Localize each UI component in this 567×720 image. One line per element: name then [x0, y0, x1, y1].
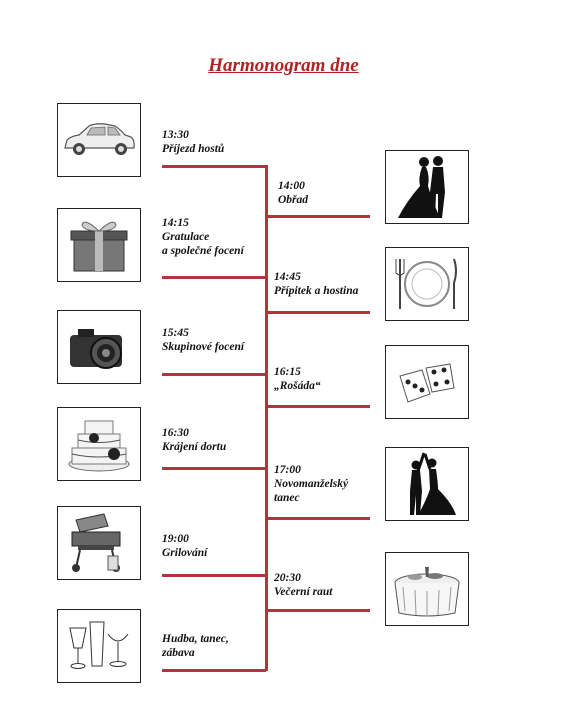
event: 15:45 Skupinové focení — [162, 326, 244, 354]
event: 16:15 „Rošáda“ — [274, 365, 321, 393]
event-image — [57, 407, 141, 481]
connector-left — [162, 276, 266, 279]
event-label: Krájení dortu — [162, 441, 227, 453]
event: 13:30 Příjezd hostů — [162, 128, 224, 156]
connector-right — [266, 517, 370, 520]
connector-left — [162, 165, 266, 168]
event: 14:00 Obřad — [278, 179, 308, 207]
event-time: 16:30 — [162, 427, 189, 439]
event-time: 14:00 — [278, 180, 305, 192]
event-label: Gratulace a společné focení — [162, 231, 244, 257]
event-time: 17:00 — [274, 464, 301, 476]
connector-right — [266, 609, 370, 612]
event-label: „Rošáda“ — [274, 380, 321, 392]
event-image — [385, 345, 469, 419]
event-label: Příjezd hostů — [162, 143, 225, 155]
grill-icon — [71, 513, 121, 572]
event-time: 14:15 — [162, 217, 189, 229]
event-image — [385, 247, 469, 321]
event: 17:00 Novomanželský tanec — [274, 463, 348, 505]
event: 20:30 Večerní raut — [274, 571, 332, 599]
connector-right — [266, 215, 370, 218]
event: 14:15 Gratulace a společné focení — [162, 216, 244, 258]
event-image — [57, 609, 141, 683]
event-image — [385, 447, 469, 521]
event-label: Obřad — [278, 194, 309, 206]
connector-left — [162, 467, 266, 470]
event-image — [57, 208, 141, 282]
car-icon — [64, 123, 135, 155]
event-image — [385, 552, 469, 626]
event-time: 16:15 — [274, 366, 301, 378]
event: Hudba, tanec, zábava — [162, 632, 229, 660]
connector-left — [162, 373, 266, 376]
buffet-table-icon — [394, 567, 460, 617]
event-time: 20:30 — [274, 572, 301, 584]
event-label: Hudba, tanec, zábava — [162, 633, 229, 659]
event-time: 15:45 — [162, 327, 189, 339]
event-time: 14:45 — [274, 271, 301, 283]
event-time: 13:30 — [162, 129, 189, 141]
bride-groom-icon — [398, 156, 445, 218]
event-label: Přípitek a hostina — [274, 285, 359, 297]
connector-left — [162, 669, 266, 672]
event-label: Večerní raut — [274, 586, 333, 598]
dice-icon — [399, 363, 455, 403]
event: 16:30 Krájení dortu — [162, 426, 226, 454]
connector-left — [162, 574, 266, 577]
event-image — [385, 150, 469, 224]
gift-icon — [70, 221, 128, 272]
page-title: Harmonogram dne — [208, 55, 359, 76]
event-label: Skupinové focení — [162, 341, 245, 353]
event: 14:45 Přípitek a hostina — [274, 270, 358, 298]
event-image — [57, 103, 141, 177]
connector-right — [266, 405, 370, 408]
dancing-couple-icon — [410, 452, 456, 515]
cake-icon — [68, 420, 130, 472]
event: 19:00 Grilování — [162, 532, 207, 560]
event-time: 19:00 — [162, 533, 189, 545]
glasses-icon — [69, 621, 129, 669]
event-label: Grilování — [162, 547, 208, 559]
connector-right — [266, 311, 370, 314]
camera-icon — [70, 329, 122, 369]
event-image — [57, 506, 141, 580]
event-label: Novomanželský tanec — [274, 478, 349, 504]
plate-cutlery-icon — [395, 258, 457, 309]
timeline-spine — [265, 165, 268, 671]
event-image — [57, 310, 141, 384]
